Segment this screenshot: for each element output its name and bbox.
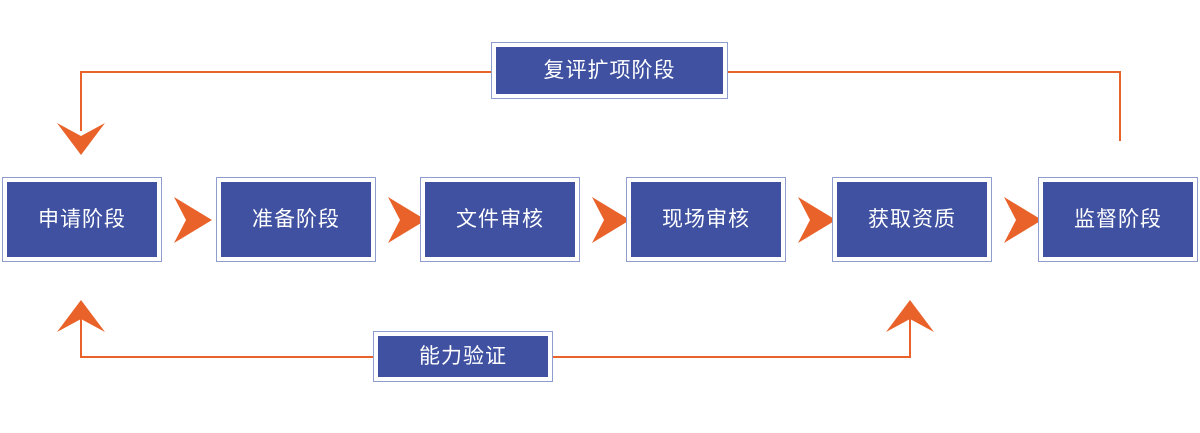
process-step-3[interactable]: 文件审核 xyxy=(420,177,580,262)
bottom-right-connector-horizontal xyxy=(553,356,911,358)
process-step-1[interactable]: 申请阶段 xyxy=(2,177,162,262)
chevron-5-icon xyxy=(1004,197,1042,243)
top-right-connector-vertical xyxy=(1119,71,1121,141)
bottom-left-connector-vertical xyxy=(80,316,82,357)
process-step-5[interactable]: 获取资质 xyxy=(832,177,992,262)
feedback-node-bottom[interactable]: 能力验证 xyxy=(373,331,553,382)
feedback-node-bottom-fill: 能力验证 xyxy=(378,336,548,377)
feedback-node-top-fill: 复评扩项阶段 xyxy=(496,47,723,94)
process-step-4-fill: 现场审核 xyxy=(631,182,781,257)
process-step-4[interactable]: 现场审核 xyxy=(626,177,786,262)
chevron-3-icon xyxy=(592,197,630,243)
chevron-1-icon xyxy=(174,197,212,243)
process-step-2-fill: 准备阶段 xyxy=(221,182,371,257)
process-step-1-label: 申请阶段 xyxy=(38,208,126,231)
process-step-4-label: 现场审核 xyxy=(662,208,750,231)
process-step-6[interactable]: 监督阶段 xyxy=(1038,177,1198,262)
process-step-2[interactable]: 准备阶段 xyxy=(216,177,376,262)
chevron-4-icon xyxy=(798,197,836,243)
process-step-6-fill: 监督阶段 xyxy=(1043,182,1193,257)
process-step-1-fill: 申请阶段 xyxy=(7,182,157,257)
top-left-connector-horizontal xyxy=(80,71,491,73)
arrow-down-to-step-1-icon xyxy=(57,123,105,155)
bottom-left-connector-horizontal xyxy=(80,356,373,358)
process-step-3-fill: 文件审核 xyxy=(425,182,575,257)
arrow-up-to-step-1-icon xyxy=(57,300,105,332)
arrow-up-to-step-5-icon xyxy=(886,300,934,332)
process-step-2-label: 准备阶段 xyxy=(252,208,340,231)
feedback-node-top[interactable]: 复评扩项阶段 xyxy=(491,42,728,99)
top-right-connector-horizontal xyxy=(728,71,1121,73)
process-step-3-label: 文件审核 xyxy=(456,208,544,231)
feedback-node-top-label: 复评扩项阶段 xyxy=(543,59,676,82)
process-step-5-fill: 获取资质 xyxy=(837,182,987,257)
process-step-5-label: 获取资质 xyxy=(868,208,956,231)
bottom-right-connector-vertical xyxy=(909,316,911,357)
chevron-2-icon xyxy=(388,197,426,243)
process-step-6-label: 监督阶段 xyxy=(1074,208,1162,231)
top-left-connector-vertical xyxy=(80,71,82,131)
feedback-node-bottom-label: 能力验证 xyxy=(419,345,507,368)
